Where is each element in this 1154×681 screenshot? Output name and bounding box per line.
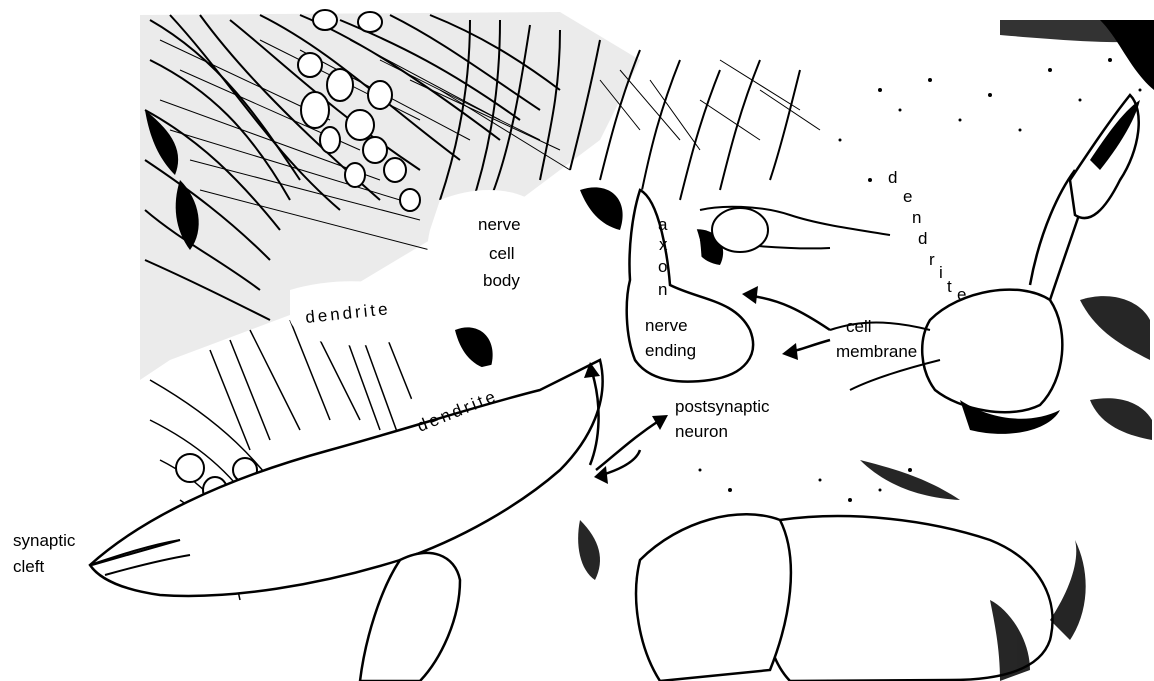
cell-membrane-label-line1: cell — [846, 317, 872, 336]
dendrite-right-label-e2: e — [957, 285, 966, 304]
postsynaptic-trunk — [90, 360, 603, 596]
nerve-cell-body-label-line1: nerve — [478, 215, 521, 234]
synaptic-cleft-label-line1: synaptic — [13, 531, 76, 550]
dendrite-right-label-n: n — [912, 208, 921, 227]
postsynaptic-neuron-label-line1: postsynaptic — [675, 397, 770, 416]
dendrite-right-label-i: i — [939, 263, 943, 282]
nerve-cell-body-label-line2: cell — [489, 244, 515, 263]
dendrite-right-label-d1: d — [888, 168, 897, 187]
dendrite-right-label-r: r — [929, 250, 935, 269]
dendrite-right-label-e: e — [903, 187, 912, 206]
axon-label-a: a — [658, 215, 668, 234]
synaptic-cleft-label-line2: cleft — [13, 557, 44, 576]
dendrite-right-label-t: t — [947, 277, 952, 296]
right-neuron-bodies — [830, 95, 1140, 434]
axon-label-o: o — [658, 257, 667, 276]
axon-label-n: n — [658, 280, 667, 299]
cell-membrane-label-line2: membrane — [836, 342, 917, 361]
nerve-cell-body-label-line3: body — [483, 271, 520, 290]
dendrite-right-label-d2: d — [918, 229, 927, 248]
nerve-ending-label-line2: ending — [645, 341, 696, 360]
nerve-ending-label-line1: nerve — [645, 316, 688, 335]
axon-label-x: x — [659, 235, 668, 254]
postsynaptic-neuron-label-line2: neuron — [675, 422, 728, 441]
